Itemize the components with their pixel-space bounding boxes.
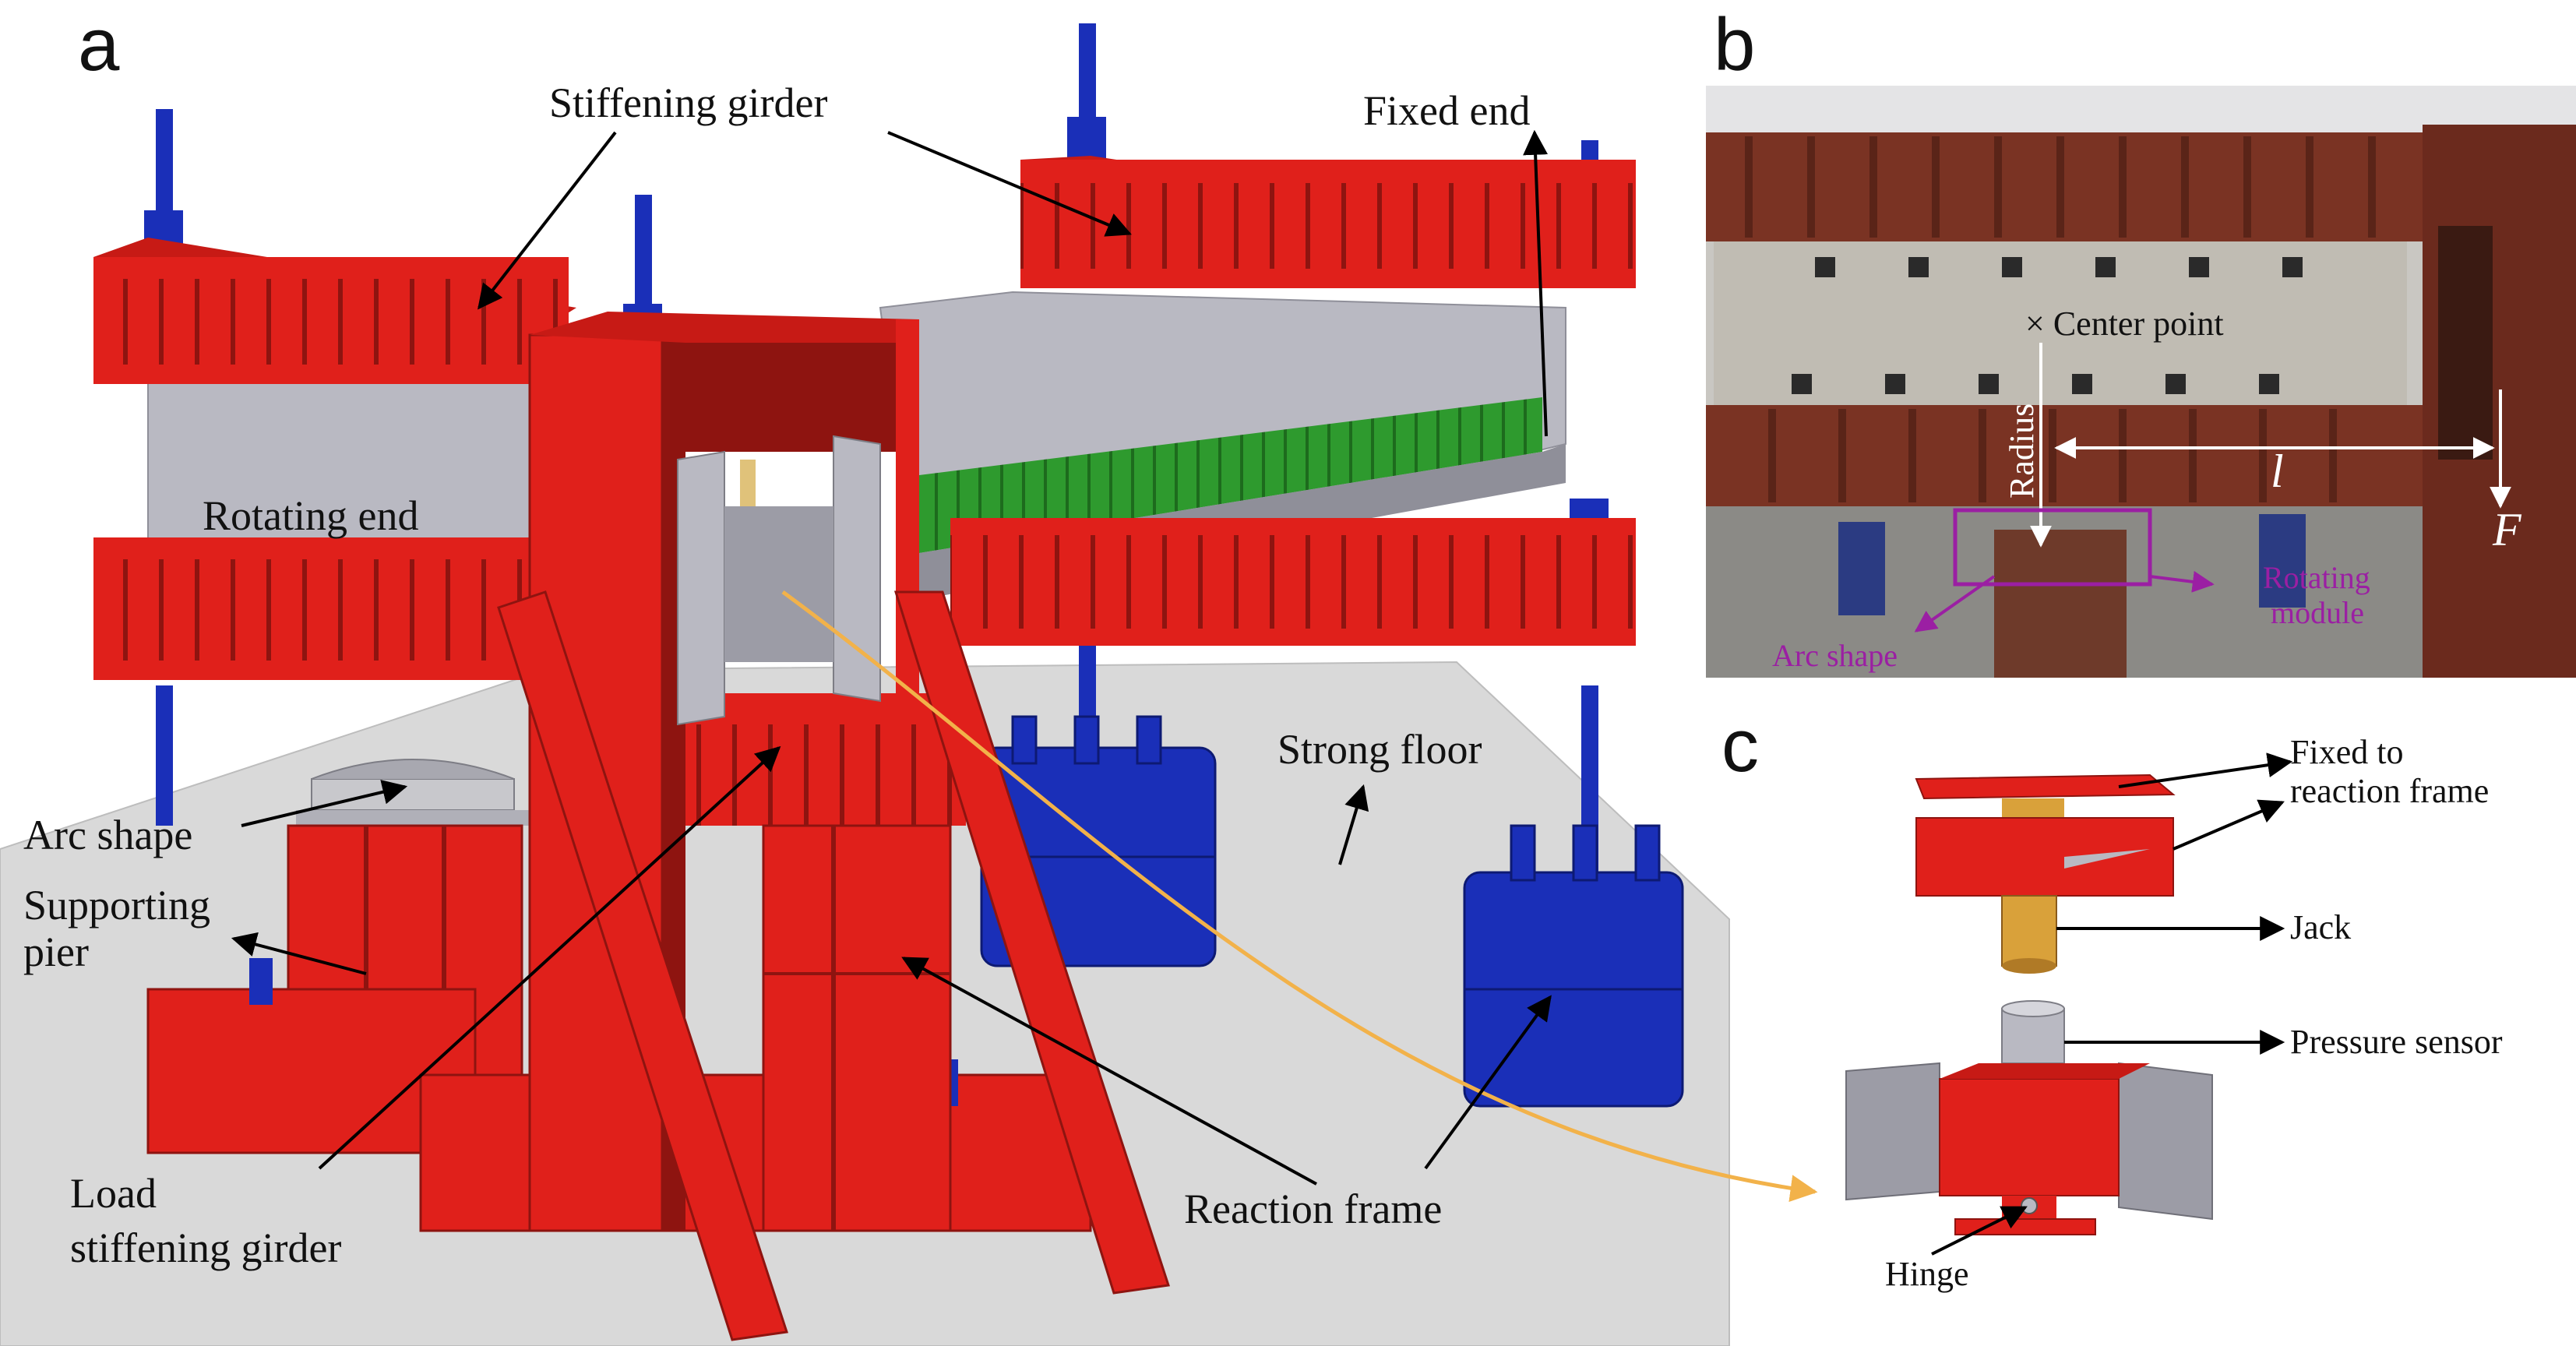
label-fixed-end: Fixed end <box>1363 87 1530 134</box>
blue-anchors <box>980 715 1684 1108</box>
label-supporting-pier-1: Supporting <box>23 882 210 928</box>
panel-label-c: c <box>1721 704 1759 788</box>
arrow-arc-shape <box>241 780 408 827</box>
label-radius: Radius <box>2003 403 2041 499</box>
panel-a: a Stiffening girder Fixed end Rotating e… <box>0 3 1818 1346</box>
highlight-rotating-module <box>1953 508 2152 587</box>
label-rotating-end: Rotating end <box>203 492 418 539</box>
label-length: l <box>2271 446 2284 497</box>
hinge-block <box>1939 1078 2120 1196</box>
label-rotating-module-1: Rotating <box>2263 560 2370 595</box>
label-arc-shape: Arc shape <box>23 812 192 858</box>
arrow-rotating-module <box>2149 570 2215 593</box>
label-load-girder-2: stiffening girder <box>70 1224 341 1271</box>
label-hinge: Hinge <box>1885 1255 1969 1293</box>
label-fixed-1: Fixed to <box>2290 733 2403 771</box>
label-pressure-sensor: Pressure sensor <box>2290 1023 2503 1061</box>
reaction-frame <box>419 312 1170 1341</box>
label-load-girder-1: Load <box>70 1170 157 1217</box>
label-supporting-pier-2: pier <box>23 928 89 975</box>
jack-top-plate <box>1915 773 2176 800</box>
supporting-pier <box>146 824 523 1154</box>
arrow-fixed-housing <box>2173 799 2285 851</box>
arrow-fixed-top <box>2118 752 2293 788</box>
label-arc-shape-photo: Arc shape <box>1772 638 1898 673</box>
arrow-reaction-frame-right <box>1424 995 1552 1170</box>
hinge-pin <box>2021 1197 2038 1214</box>
arrow-supporting-pier <box>231 932 367 975</box>
arrow-hinge <box>1931 1206 2028 1256</box>
arrow-load-girder <box>318 745 781 1170</box>
label-force: F <box>2492 504 2522 555</box>
side-plate-right <box>2118 1062 2213 1221</box>
arrow-fixed-end <box>1523 129 1549 437</box>
test-photo <box>1706 86 2576 678</box>
label-jack: Jack <box>2290 908 2351 946</box>
jack-housing <box>1915 817 2174 897</box>
stiffening-girder-back <box>1020 156 1636 288</box>
panel-label-a: a <box>78 3 120 86</box>
panel-b: b <box>1706 3 2576 678</box>
jack-cylinder <box>2001 895 2057 967</box>
arrow-stiffening-girder-right <box>887 131 1132 237</box>
loading-head <box>677 435 881 726</box>
panel-c: c Fixed to reaction frame Jack Pressure … <box>1721 704 2503 1293</box>
side-plate-left <box>1845 1062 1940 1201</box>
label-fixed-2: reaction frame <box>2290 772 2489 810</box>
label-stiffening-girder: Stiffening girder <box>549 79 827 126</box>
label-rotating-module-2: module <box>2271 595 2364 630</box>
label-strong-floor: Strong floor <box>1277 726 1482 773</box>
lower-girder-back <box>950 518 1636 646</box>
arc-shape-support <box>296 759 530 826</box>
panel-label-b: b <box>1714 3 1755 86</box>
arrow-strong-floor <box>1338 784 1369 865</box>
arrow-stiffening-girder-left <box>477 131 617 310</box>
stiffening-girder-front <box>93 238 576 384</box>
leader-orange-line <box>781 590 1818 1203</box>
label-center-point: × Center point <box>2025 305 2224 343</box>
arrow-arc-shape-photo <box>1914 575 1996 632</box>
arrow-reaction-frame-left <box>901 957 1317 1186</box>
label-reaction-frame: Reaction frame <box>1184 1186 1442 1232</box>
